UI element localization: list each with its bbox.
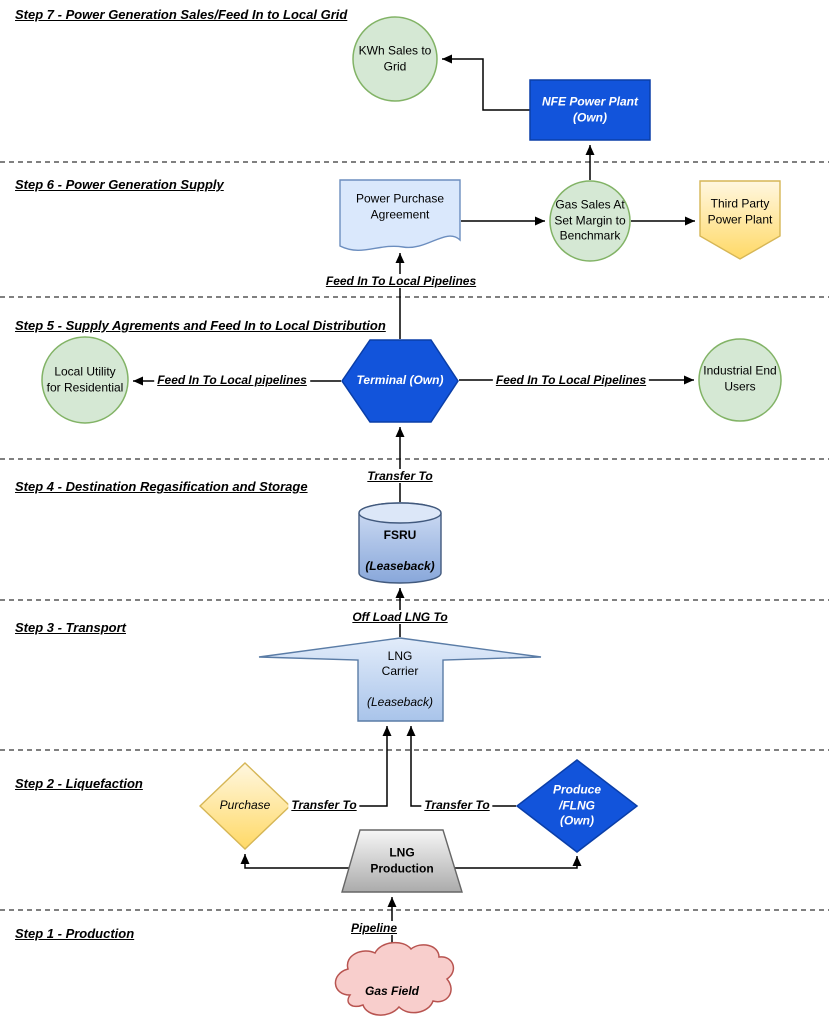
step-5-title: Step 5 - Supply Agrements and Feed In to… <box>15 318 386 333</box>
connector-production-to-produce <box>453 856 582 869</box>
third-party-power-plant-banner <box>699 180 781 260</box>
node-label-purchase: Purchase <box>219 798 271 813</box>
edge-label-feed-in-right: Feed In To Local Pipelines <box>492 373 650 387</box>
connector-production-to-purchase <box>240 854 351 869</box>
fsru-name-text: FSRU <box>383 527 417 542</box>
step-4-title: Step 4 - Destination Regasification and … <box>15 479 308 494</box>
step-7-title: Step 7 - Power Generation Sales/Feed In … <box>15 7 348 22</box>
node-label-fsru: FSRU (Leaseback) <box>355 512 445 590</box>
node-label-third-party-power-plant: Third Party Power Plant <box>707 196 773 226</box>
node-label-lng-production: LNG Production <box>370 845 434 875</box>
connector-purchase-to-carrier <box>291 726 392 807</box>
gas-sales-circle <box>549 180 631 262</box>
lng-carrier-arrow <box>258 637 542 722</box>
fsru-leaseback-text: (Leaseback) <box>365 558 435 573</box>
node-label-lng-carrier: LNG Carrier (Leaseback) <box>355 633 445 727</box>
step-6-title: Step 6 - Power Generation Supply <box>15 177 224 192</box>
kwh-sales-circle <box>352 16 438 102</box>
lng-carrier-name-text: LNG Carrier <box>381 648 419 679</box>
fsru-cylinder-top <box>358 502 442 524</box>
edge-label-off-load-lng-to: Off Load LNG To <box>349 610 451 624</box>
node-label-terminal: Terminal (Own) <box>356 373 444 388</box>
step-2-title: Step 2 - Liquefaction <box>15 776 143 791</box>
nfe-power-plant-box <box>529 79 651 141</box>
lng-production-trapezoid <box>341 829 463 893</box>
edge-label-transfer-to-left: Transfer To <box>288 798 360 812</box>
lng-carrier-leaseback-text: (Leaseback) <box>366 695 434 710</box>
node-label-kwh-sales: KWh Sales to Grid <box>358 43 432 73</box>
node-label-power-purchase-agreement: Power Purchase Agreement <box>355 191 445 221</box>
industrial-end-users-circle <box>698 338 782 422</box>
edge-label-feed-in-step6: Feed In To Local Pipelines <box>322 274 480 288</box>
power-purchase-agreement-document <box>339 179 461 251</box>
node-label-industrial-end-users: Industrial End Users <box>703 363 777 393</box>
node-label-local-utility: Local Utility for Residential <box>46 364 124 394</box>
local-utility-circle <box>41 336 129 424</box>
produce-flng-diamond <box>515 759 639 853</box>
node-label-gas-field: Gas Field <box>364 984 420 999</box>
connector-nfe-to-kwh <box>442 54 530 111</box>
node-label-gas-sales: Gas Sales At Set Margin to Benchmark <box>554 197 626 243</box>
step-3-title: Step 3 - Transport <box>15 620 127 635</box>
connector-produce-to-carrier <box>406 726 516 807</box>
purchase-diamond <box>198 762 292 850</box>
edge-label-pipeline: Pipeline <box>347 921 401 935</box>
edge-label-feed-in-left: Feed In To Local pipelines <box>154 373 310 387</box>
gas-field-cloud <box>334 941 455 1016</box>
edge-label-transfer-to-right: Transfer To <box>421 798 493 812</box>
node-label-produce-flng: Produce /FLNG (Own) <box>552 782 601 828</box>
terminal-hexagon <box>341 339 459 423</box>
node-label-nfe-power-plant: NFE Power Plant (Own) <box>541 94 639 124</box>
step-1-title: Step 1 - Production <box>15 926 135 941</box>
edge-label-transfer-to-terminal: Transfer To <box>364 469 436 483</box>
